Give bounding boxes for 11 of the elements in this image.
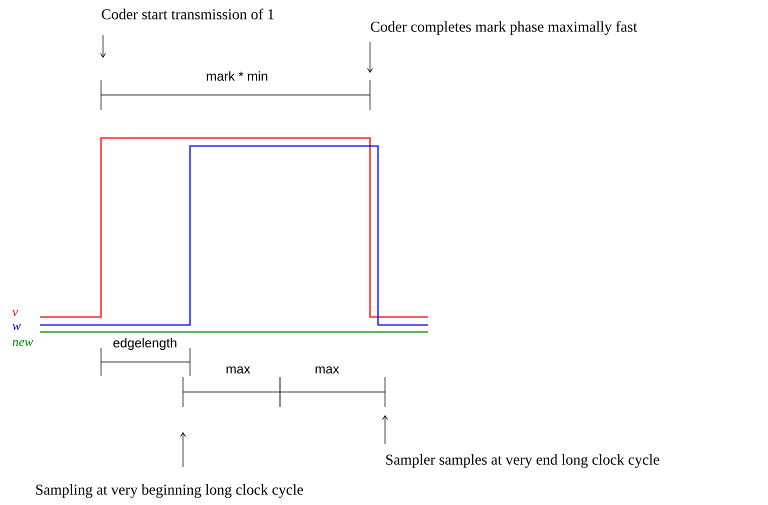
signal-name: new [12, 340, 34, 346]
dimension-label: edgelength [113, 338, 176, 350]
annotation-text: Coder completes mark phase maximally fast [370, 21, 638, 35]
signal-name: v [12, 310, 18, 316]
dimension-label: max [226, 366, 250, 374]
annotation-text: Sampler samples at very end long clock cycle [386, 454, 660, 468]
annotation-text: Coder start transmission of 1 [102, 8, 274, 20]
signal-name: w [12, 324, 21, 330]
dimension-label: max [316, 366, 340, 374]
annotation-text: Sampling at very beginning long clock cycle [36, 484, 303, 498]
dimension-label: mark * min [206, 71, 268, 81]
